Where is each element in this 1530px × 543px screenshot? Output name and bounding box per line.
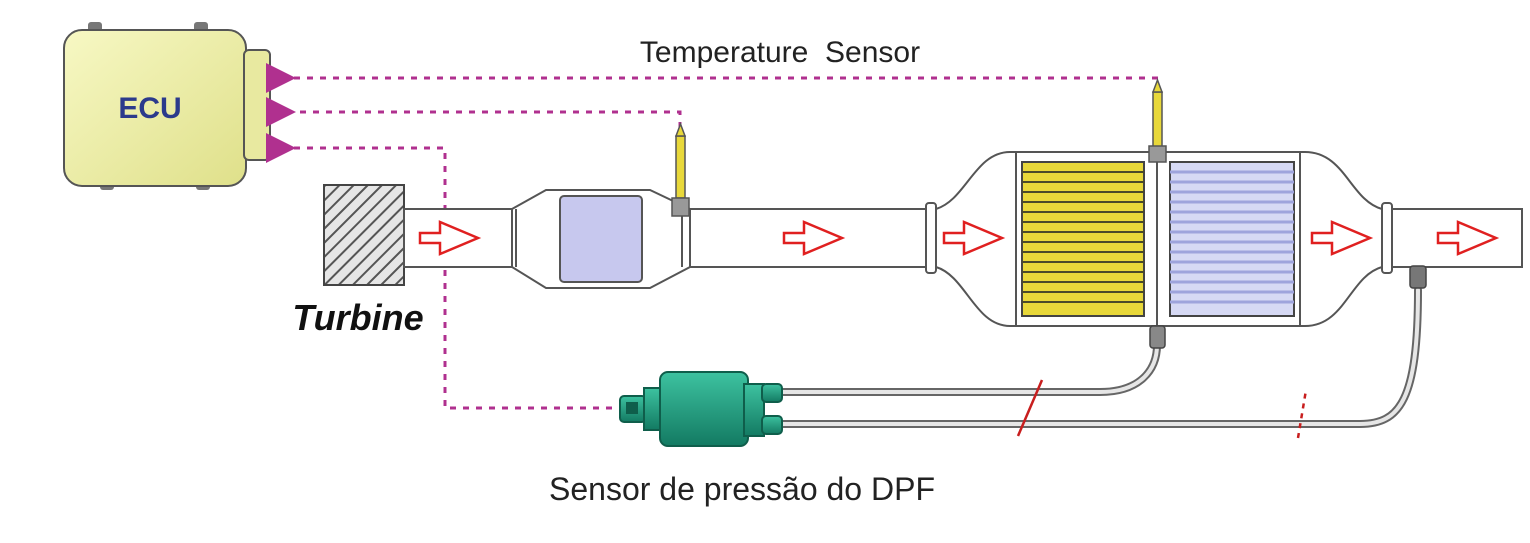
pressure-tubes	[776, 265, 1427, 439]
flow-arrow-5	[1436, 220, 1500, 256]
temperature-probe-dpf	[1148, 77, 1167, 163]
signal-line-pressure-sensor	[266, 133, 612, 410]
ecu-unit: ECU	[63, 22, 271, 190]
ecu-label: ECU	[118, 92, 181, 125]
temperature-sensor-label: Temperature Sensor	[640, 36, 920, 69]
flow-arrow-2	[782, 220, 846, 256]
flow-arrow-4	[1310, 220, 1374, 256]
flow-arrow-1	[418, 220, 482, 256]
turbine-block	[323, 184, 405, 286]
oxidation-catalyst	[511, 189, 691, 289]
turbine-label: Turbine	[292, 297, 423, 338]
dpf-pressure-sensor	[619, 371, 783, 447]
dpf-filter	[935, 151, 1383, 327]
flow-arrows	[418, 220, 1500, 256]
pressure-sensor-label: Sensor de pressão do DPF	[549, 471, 935, 507]
pipe-flange-1	[925, 202, 937, 274]
temperature-probe-doc	[671, 121, 690, 217]
flow-arrow-3	[942, 220, 1006, 256]
pipe-flange-2	[1381, 202, 1393, 274]
signal-line-temperature-doc	[266, 97, 682, 128]
